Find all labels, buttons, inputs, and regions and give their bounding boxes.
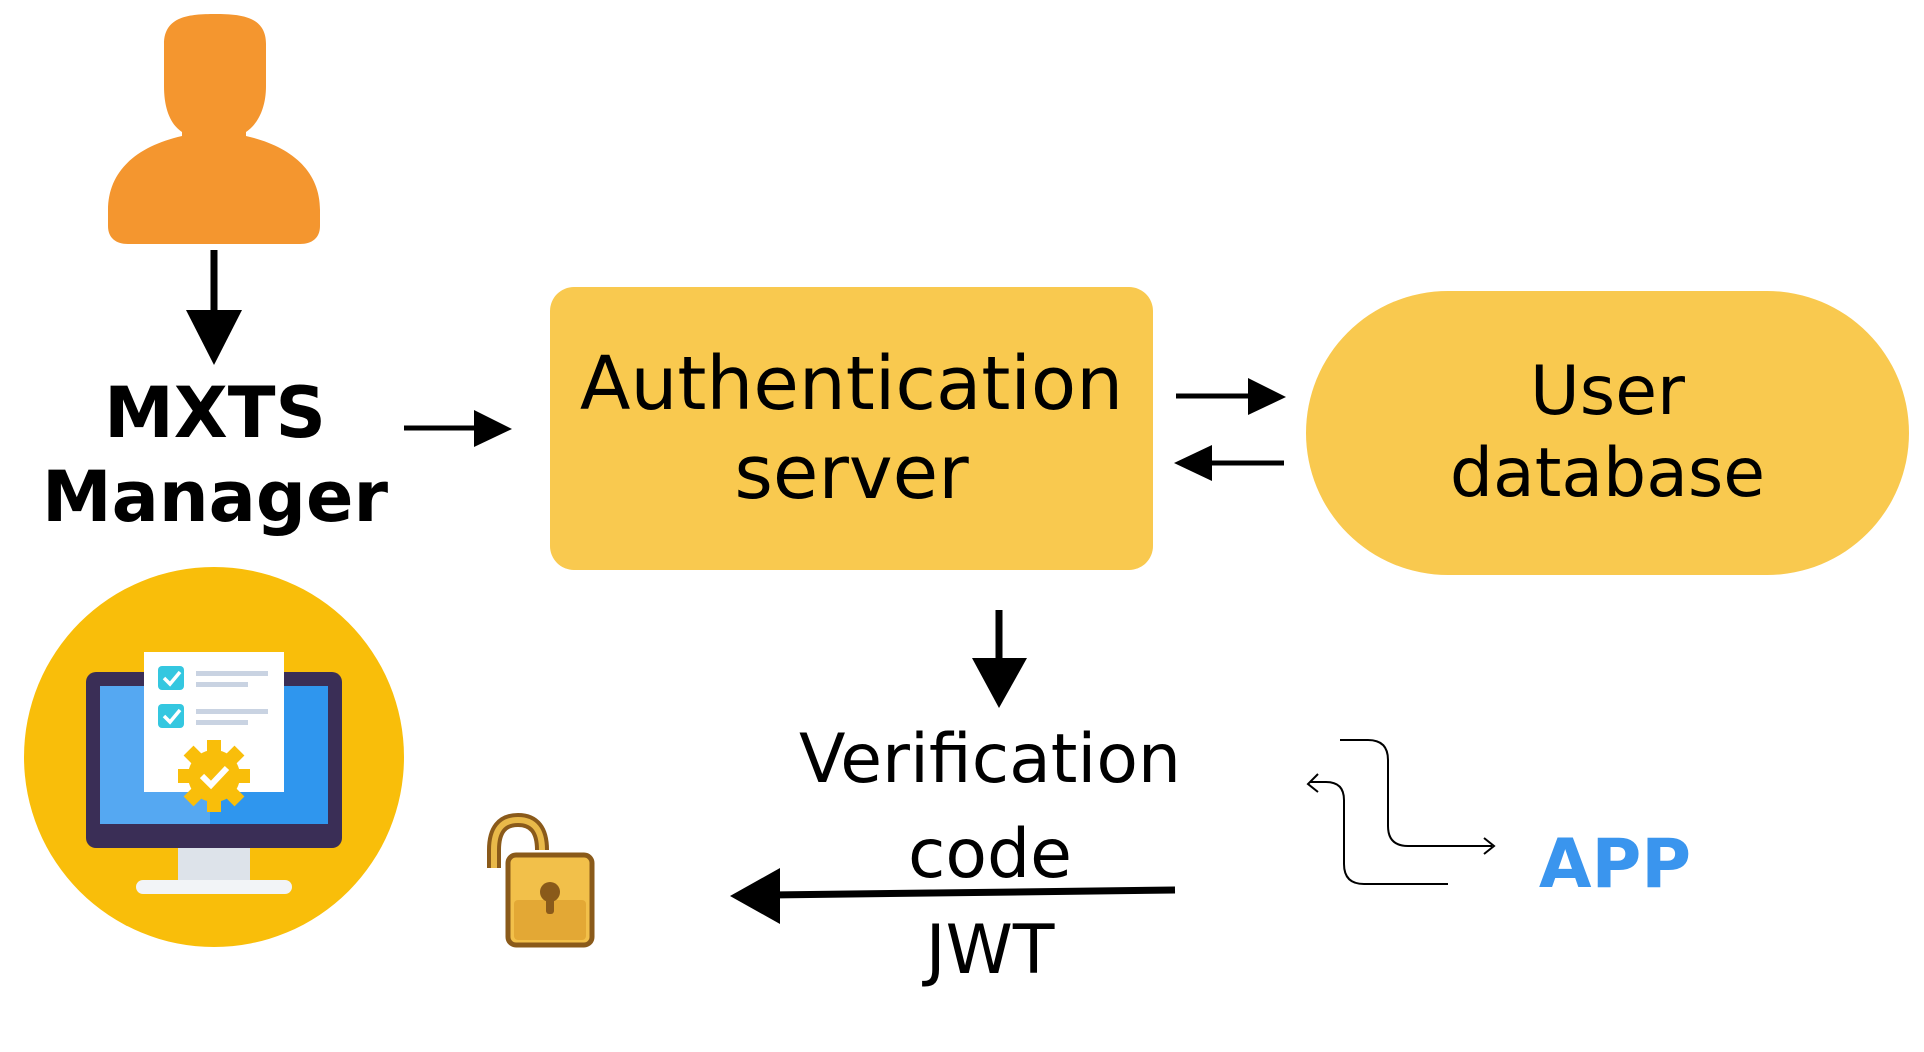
user-database-line2: database — [1449, 434, 1766, 513]
verification-line2: code — [908, 815, 1072, 895]
arrow-manager-to-auth — [404, 410, 512, 447]
verification-label: Verification code JWT — [760, 710, 1220, 1000]
arrow-auth-to-verification — [972, 610, 1027, 708]
arrow-user-to-manager — [186, 250, 242, 365]
verification-line3: JWT — [925, 910, 1055, 990]
verification-line1: Verification — [798, 720, 1182, 800]
arrow-auth-to-db — [1176, 378, 1286, 415]
computer-checklist-gear-icon — [24, 567, 404, 947]
open-padlock-icon — [487, 812, 595, 948]
swap-arrows-icon — [1306, 739, 1496, 885]
auth-server-line1: Authentication — [579, 340, 1124, 427]
user-database-box: User database — [1306, 291, 1909, 575]
app-label: APP — [1538, 825, 1692, 905]
auth-server-line2: server — [734, 429, 969, 516]
arrow-db-to-auth — [1174, 445, 1284, 481]
manager-label: MXTS Manager — [40, 365, 390, 545]
arrow-verification-to-lock — [730, 868, 1176, 924]
manager-label-line1: MXTS — [104, 372, 326, 454]
user-silhouette-icon — [108, 14, 320, 244]
user-database-line1: User — [1530, 352, 1685, 432]
auth-server-box: Authentication server — [550, 287, 1153, 570]
manager-label-line2: Manager — [41, 456, 389, 538]
